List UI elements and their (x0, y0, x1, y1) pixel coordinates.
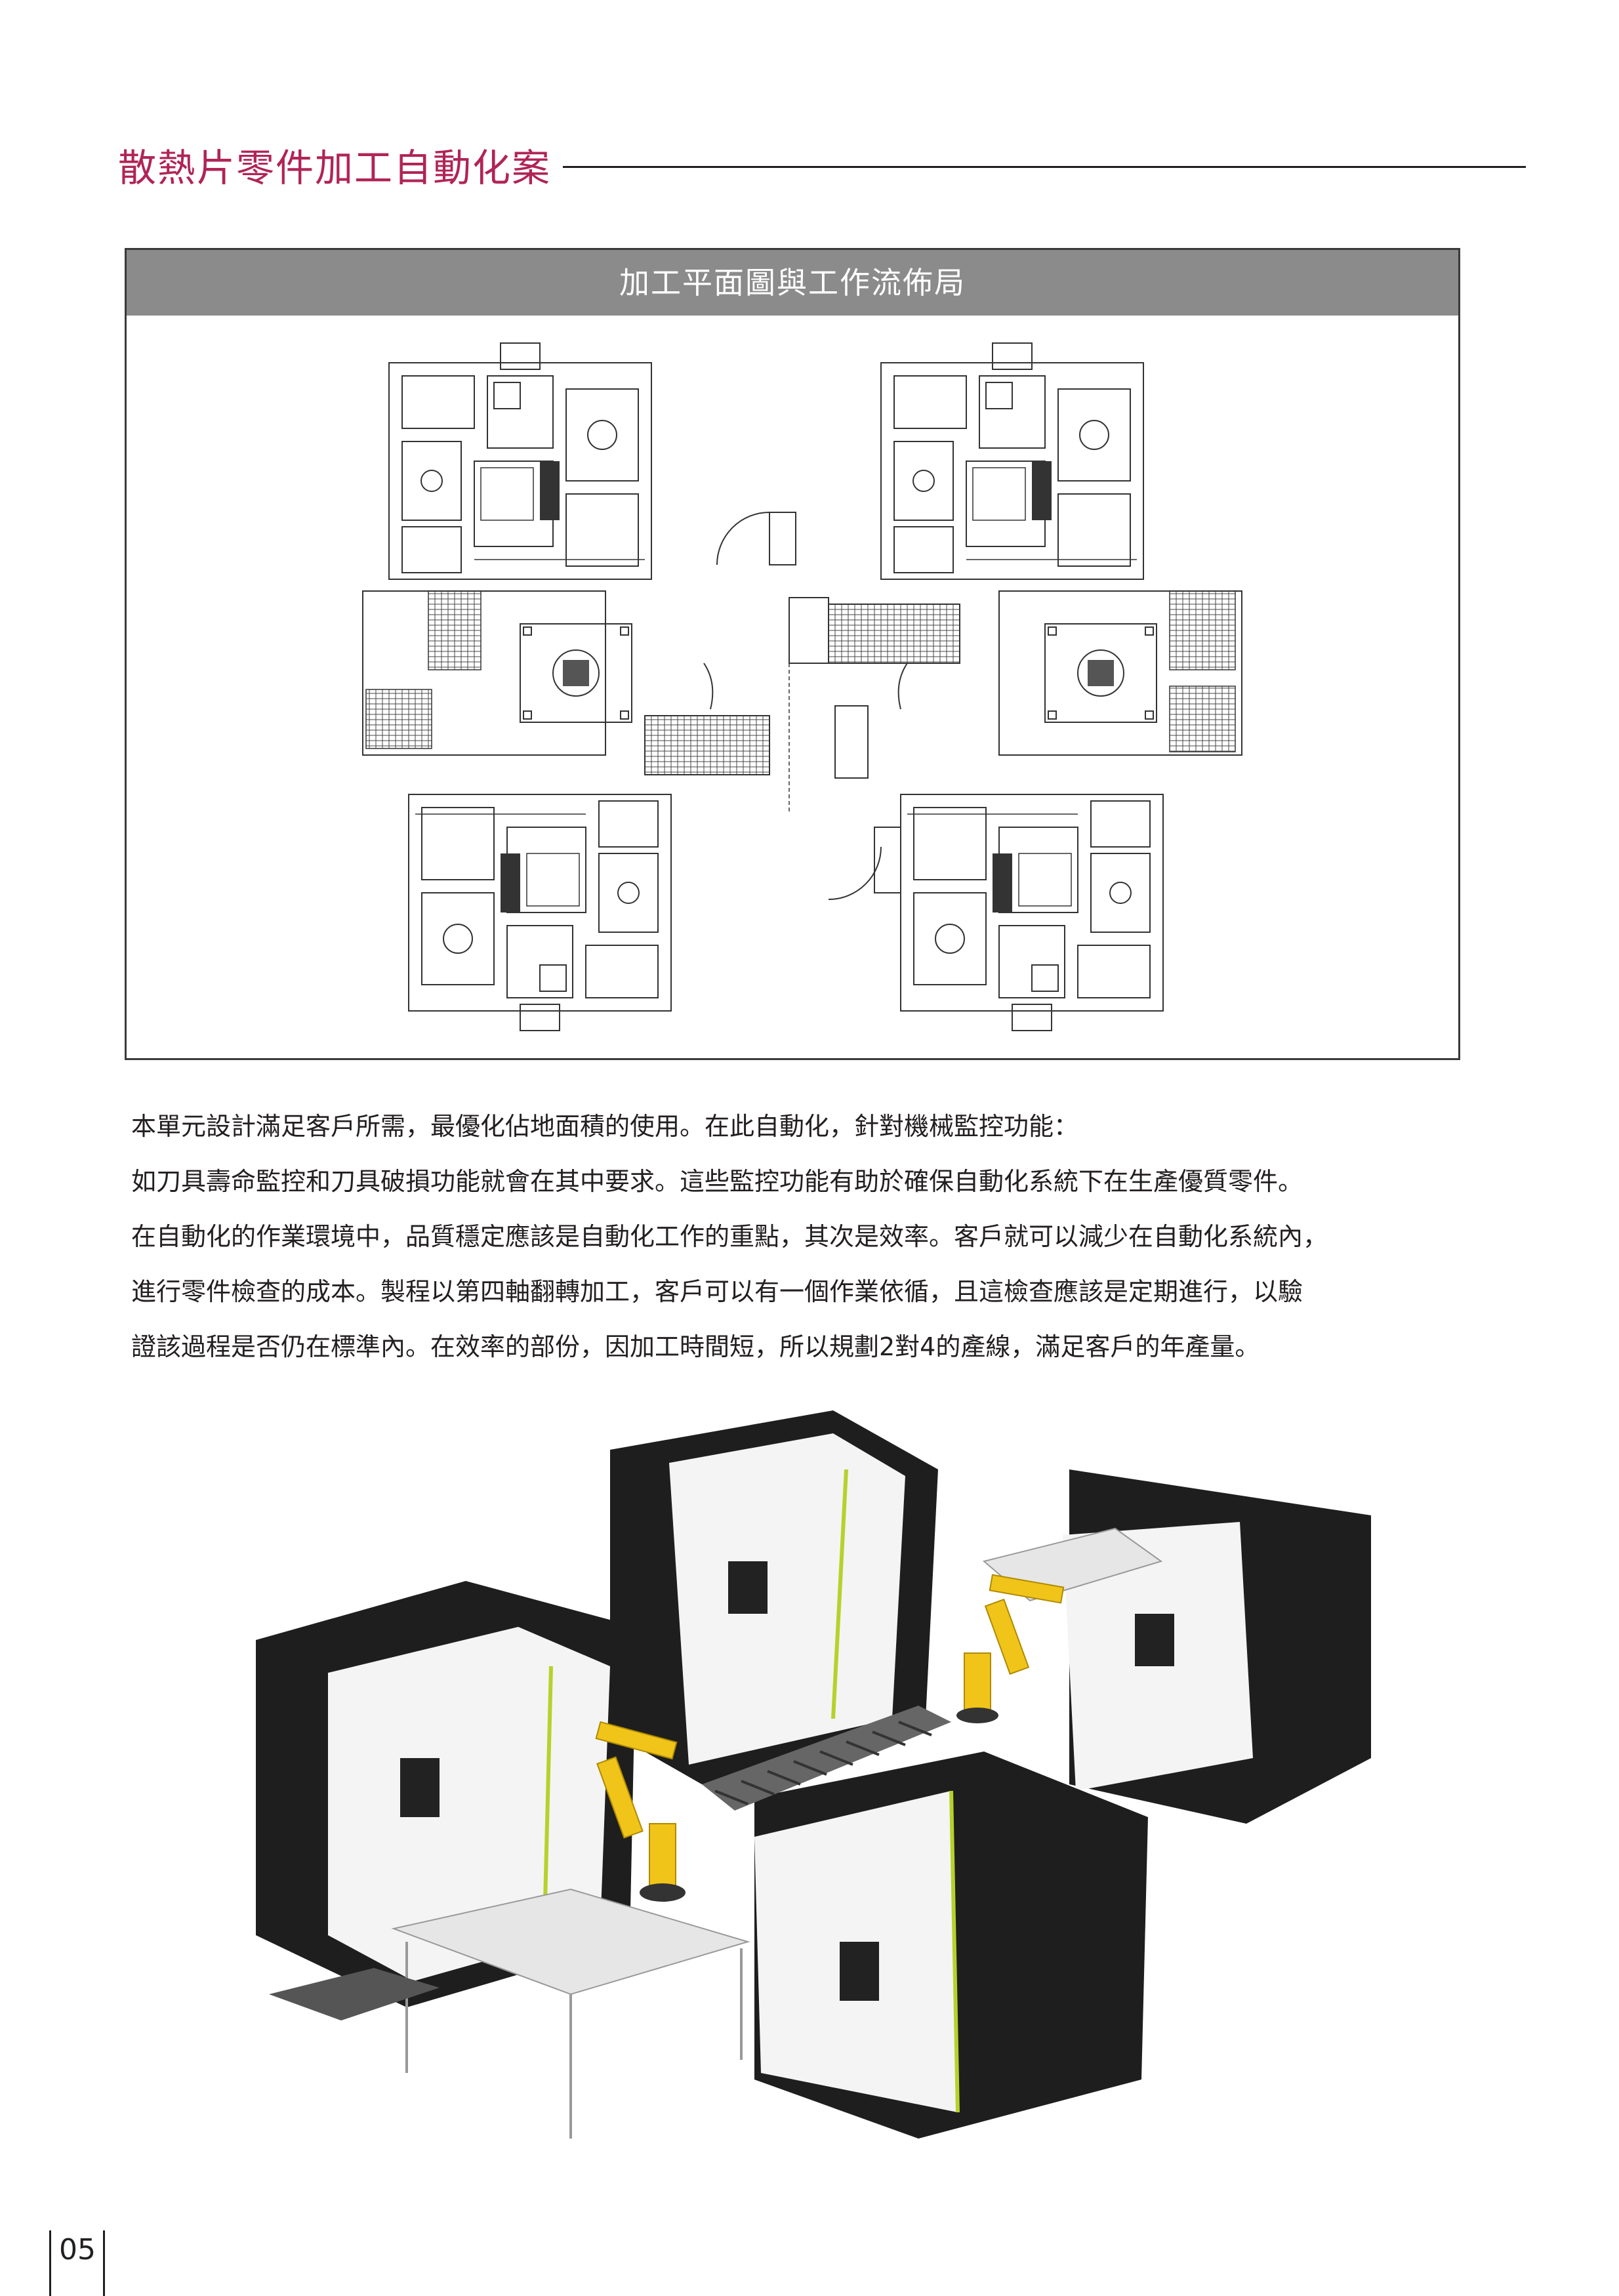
paragraph-line: 證該過程是否仍在標準內。在效率的部份，因加工時間短，所以規劃2對4的產線，滿足客… (131, 1332, 1260, 1361)
page-title: 散熱片零件加工自動化案 (118, 146, 552, 190)
floor-plan-drawing (362, 342, 1242, 1031)
paragraph-line: 如刀具壽命監控和刀具破損功能就會在其中要求。這些監控功能有助於確保自動化系統下在… (131, 1167, 1303, 1196)
page-number: 05 (59, 2233, 96, 2266)
paragraph-line: 進行零件檢查的成本。製程以第四軸翻轉加工，客戶可以有一個作業依循，且這檢查應該是… (131, 1277, 1303, 1306)
paragraph-line: 本單元設計滿足客戶所需，最優化佔地面積的使用。在此自動化，針對機械監控功能： (131, 1112, 1079, 1141)
description-paragraph: 本單元設計滿足客戶所需，最優化佔地面積的使用。在此自動化，針對機械監控功能： 如… (131, 1099, 1496, 1374)
title-rule (563, 166, 1526, 168)
page-number-bar-right (103, 2230, 105, 2296)
floor-plan-figure: 加工平面圖與工作流佈局 (125, 248, 1460, 1060)
automation-cell-rendering (256, 1410, 1371, 2139)
paragraph-line: 在自動化的作業環境中，品質穩定應該是自動化工作的重點，其次是效率。客戶就可以減少… (131, 1222, 1328, 1251)
page-number-bar-left (49, 2230, 51, 2296)
figure-caption: 加工平面圖與工作流佈局 (127, 250, 1458, 316)
